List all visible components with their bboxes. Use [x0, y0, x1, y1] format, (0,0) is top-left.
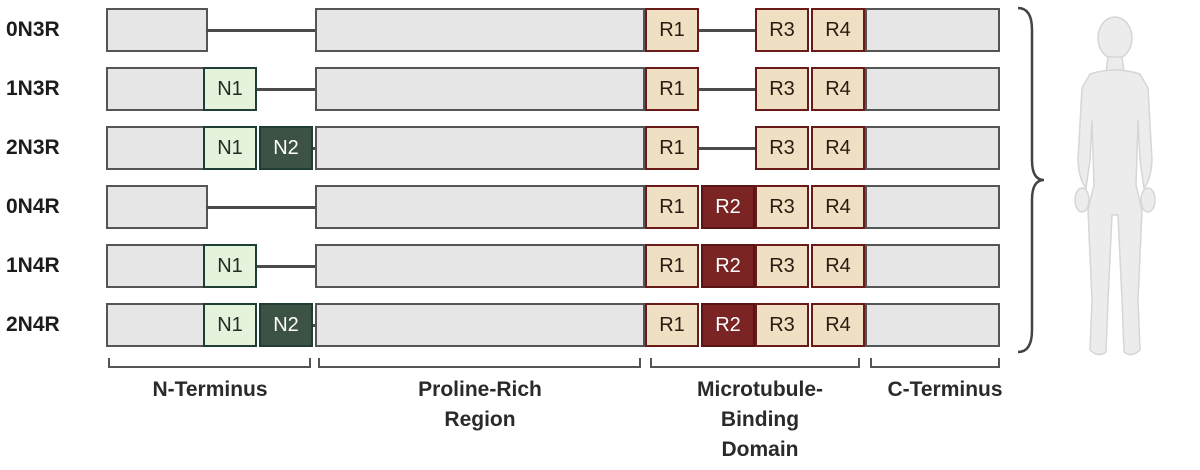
- repeat-r3-box: R3: [755, 185, 809, 229]
- proline-rich-segment: [315, 244, 645, 288]
- proline-rich-segment: [315, 8, 645, 52]
- c-terminus-segment: [865, 244, 1000, 288]
- exon-n2-box: N2: [259, 126, 313, 170]
- repeat-r1-box: R1: [645, 185, 699, 229]
- n-terminus-region-label: N-Terminus: [100, 375, 320, 405]
- n-terminus-region-bracket: [108, 358, 311, 368]
- splice-linker: [257, 265, 315, 268]
- c-terminus-segment: [865, 303, 1000, 347]
- isoform-label: 1N4R: [6, 254, 60, 277]
- n-terminus-segment: [106, 126, 208, 170]
- repeat-r4-box: R4: [811, 126, 865, 170]
- repeat-r3-box: R3: [755, 126, 809, 170]
- splice-linker: [313, 324, 315, 327]
- region-label-line: N-Terminus: [152, 378, 268, 401]
- n-terminus-segment: [106, 185, 208, 229]
- proline-rich-segment: [315, 126, 645, 170]
- region-label-line: Microtubule-: [697, 378, 823, 401]
- repeat-r1-box: R1: [645, 8, 699, 52]
- proline-rich-segment: [315, 303, 645, 347]
- repeat-r2-box: R2: [701, 303, 755, 347]
- microtubule-binding-region-bracket: [650, 358, 860, 368]
- human-body-silhouette-icon: [1074, 16, 1156, 356]
- splice-linker: [313, 147, 315, 150]
- repeat-r3-box: R3: [755, 244, 809, 288]
- isoform-label: 0N3R: [6, 18, 60, 41]
- repeat-r3-box: R3: [755, 67, 809, 111]
- repeat-r4-box: R4: [811, 185, 865, 229]
- n-terminus-segment: [106, 8, 208, 52]
- repeat-r2-box: R2: [701, 244, 755, 288]
- c-terminus-region-label: C-Terminus: [835, 375, 1055, 405]
- exon-n1-box: N1: [203, 126, 257, 170]
- curly-brace-icon: [1017, 6, 1045, 354]
- region-label-line: Region: [444, 408, 516, 431]
- c-terminus-region-bracket: [870, 358, 1000, 368]
- repeat-r1-box: R1: [645, 126, 699, 170]
- repeat-r4-box: R4: [811, 244, 865, 288]
- exon-n1-box: N1: [203, 244, 257, 288]
- proline-rich-segment: [315, 185, 645, 229]
- c-terminus-segment: [865, 8, 1000, 52]
- splice-linker: [699, 147, 755, 150]
- region-label-line: Binding: [720, 408, 800, 431]
- isoform-label: 0N4R: [6, 195, 60, 218]
- region-label-line: Domain: [721, 438, 799, 461]
- splice-linker: [257, 88, 315, 91]
- exon-n1-box: N1: [203, 303, 257, 347]
- splice-linker: [699, 88, 755, 91]
- repeat-r4-box: R4: [811, 67, 865, 111]
- exon-n2-box: N2: [259, 303, 313, 347]
- repeat-r1-box: R1: [645, 67, 699, 111]
- n-terminus-segment: [106, 67, 208, 111]
- c-terminus-segment: [865, 126, 1000, 170]
- repeat-r1-box: R1: [645, 244, 699, 288]
- repeat-r3-box: R3: [755, 303, 809, 347]
- splice-linker: [206, 29, 315, 32]
- exon-n1-box: N1: [203, 67, 257, 111]
- proline-rich-region-bracket: [318, 358, 641, 368]
- splice-linker: [699, 29, 755, 32]
- repeat-r1-box: R1: [645, 303, 699, 347]
- isoform-label: 2N4R: [6, 313, 60, 336]
- isoform-label: 1N3R: [6, 77, 60, 100]
- region-label-line: C-Terminus: [887, 378, 1003, 401]
- repeat-r4-box: R4: [811, 303, 865, 347]
- proline-rich-segment: [315, 67, 645, 111]
- repeat-r3-box: R3: [755, 8, 809, 52]
- isoform-label: 2N3R: [6, 136, 60, 159]
- splice-linker: [206, 206, 315, 209]
- n-terminus-segment: [106, 303, 208, 347]
- n-terminus-segment: [106, 244, 208, 288]
- c-terminus-segment: [865, 185, 1000, 229]
- c-terminus-segment: [865, 67, 1000, 111]
- repeat-r2-box: R2: [701, 185, 755, 229]
- region-label-line: Proline-Rich: [418, 378, 542, 401]
- repeat-r4-box: R4: [811, 8, 865, 52]
